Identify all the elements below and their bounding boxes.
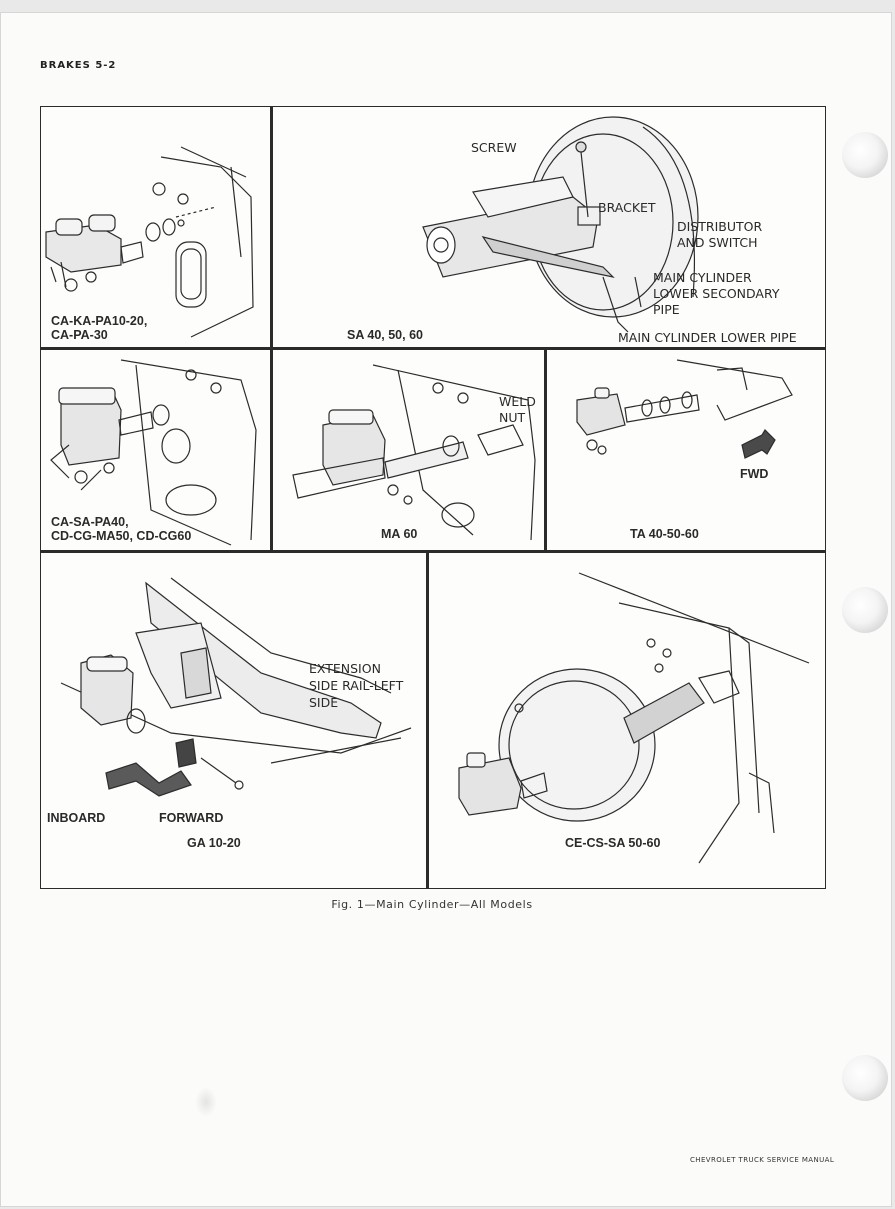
divider — [270, 347, 273, 552]
divider — [41, 550, 825, 553]
binder-hole-bottom — [842, 1055, 888, 1101]
callout-lower-pipe: MAIN CYLINDER LOWER PIPE — [618, 330, 797, 345]
callout-weld-line2: NUT — [499, 410, 526, 425]
panel-caption: CE-CS-SA 50-60 — [565, 836, 661, 850]
callout-inboard: INBOARD — [47, 811, 106, 825]
panel-ga-10-20: EXTENSION SIDE RAIL-LEFT SIDE INBOARD FO… — [41, 553, 426, 888]
callout-forward: FORWARD — [159, 811, 224, 825]
callout-distributor-line1: DISTRIBUTOR — [677, 219, 763, 234]
panel-ca-sa-pa40: CA-SA-PA40, CD-CG-MA50, CD-CG60 — [41, 350, 270, 550]
panel-ta-40-50-60: FWD TA 40-50-60 — [547, 350, 825, 550]
figure-caption: Fig. 1—Main Cylinder—All Models — [331, 898, 533, 911]
panel-caption-line1: CA-SA-PA40, — [51, 515, 129, 529]
power-booster-illustration — [422, 116, 699, 333]
panel-ma-60: WELD NUT MA 60 — [273, 350, 544, 550]
callout-secondary-pipe-line3: PIPE — [653, 302, 680, 317]
figure-main-cylinder: CA-KA-PA10-20, CA-PA-30 SCREW BRACK — [40, 106, 826, 889]
callout-extension-line3: SIDE — [309, 695, 339, 710]
power-booster-illustration — [458, 572, 810, 864]
panel-caption: SA 40, 50, 60 — [347, 328, 423, 342]
callout-bracket: BRACKET — [598, 200, 656, 215]
master-cylinder-illustration — [50, 359, 257, 546]
panel-sa-40-50-60: SCREW BRACKET DISTRIBUTOR AND SWITCH MAI… — [273, 107, 825, 347]
callout-screw: SCREW — [471, 140, 517, 155]
page-header: BRAKES 5-2 — [40, 60, 117, 71]
paper-smudge — [195, 1087, 217, 1117]
divider — [270, 107, 273, 349]
callout-weld-line1: WELD — [499, 394, 536, 409]
master-cylinder-illustration — [292, 364, 536, 541]
page-footer: CHEVROLET TRUCK SERVICE MANUAL — [690, 1156, 835, 1164]
binder-hole-middle — [842, 587, 888, 633]
panel-caption: MA 60 — [381, 527, 418, 541]
callout-secondary-pipe-line2: LOWER SECONDARY — [653, 286, 780, 301]
divider — [544, 347, 547, 552]
divider — [426, 550, 429, 888]
divider — [41, 347, 825, 350]
panel-caption-line1: CA-KA-PA10-20, — [51, 314, 148, 328]
binder-hole-top — [842, 132, 888, 178]
master-cylinder-illustration — [576, 359, 793, 459]
callout-distributor-line2: AND SWITCH — [677, 235, 758, 250]
callout-fwd: FWD — [740, 467, 769, 481]
panel-caption-line2: CD-CG-MA50, CD-CG60 — [51, 529, 192, 543]
panel-caption-line2: CA-PA-30 — [51, 328, 108, 342]
panel-caption: TA 40-50-60 — [630, 527, 699, 541]
callout-secondary-pipe-line1: MAIN CYLINDER — [653, 270, 752, 285]
panel-ce-cs-sa: CE-CS-SA 50-60 — [429, 553, 825, 888]
callout-extension-line1: EXTENSION — [309, 661, 381, 676]
manual-page: BRAKES 5-2 — [0, 12, 892, 1207]
frame-rail-illustration — [60, 577, 412, 797]
panel-caption: GA 10-20 — [187, 836, 241, 850]
panel-ca-ka-pa: CA-KA-PA10-20, CA-PA-30 — [41, 107, 270, 347]
master-cylinder-illustration — [45, 146, 254, 338]
callout-extension-line2: SIDE RAIL-LEFT — [309, 678, 404, 693]
